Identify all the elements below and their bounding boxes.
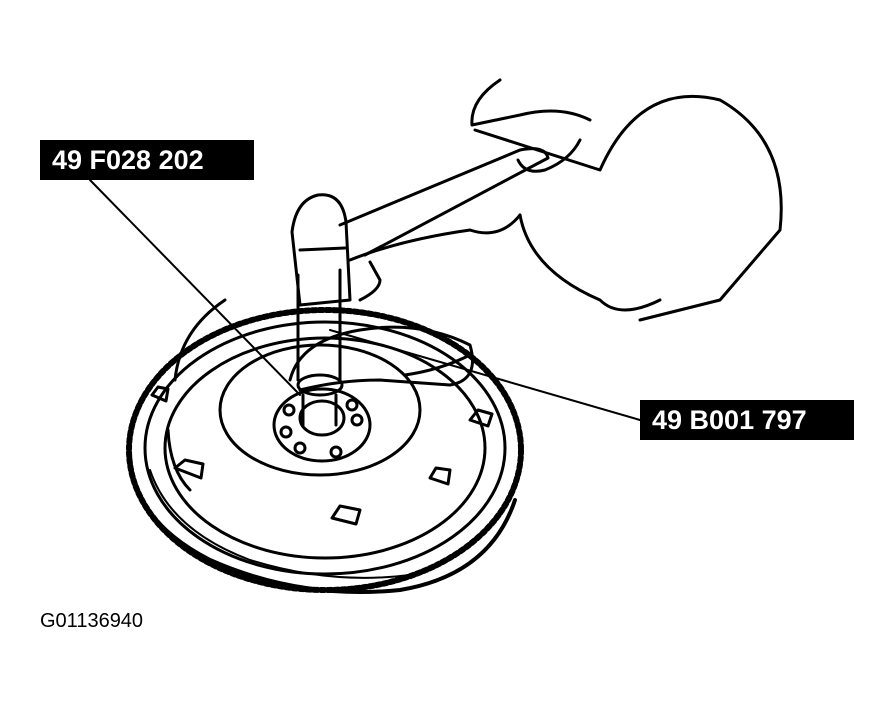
flywheel-plate [150, 298, 494, 560]
crankshaft-hub [272, 387, 372, 463]
ring-gear [126, 307, 524, 594]
callout-tool-49b001797: 49 B001 797 [640, 400, 854, 440]
figure-id-label: G01136940 [40, 610, 144, 632]
callout-tool-49f028202: 49 F028 202 [40, 140, 254, 180]
leader-lines [89, 179, 641, 421]
hand-holding-hammer [288, 78, 783, 392]
